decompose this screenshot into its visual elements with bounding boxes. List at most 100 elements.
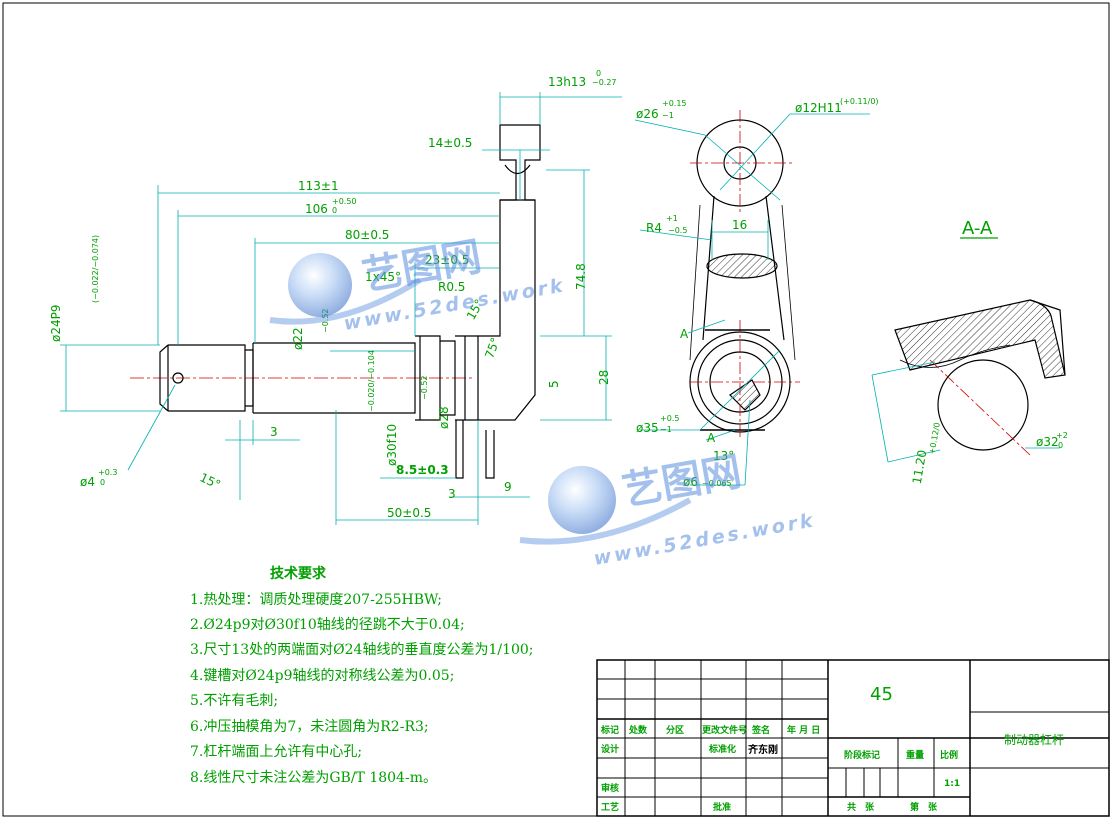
dim-35-tol-lo: −1: [660, 425, 672, 434]
dim-30f10-tol: −0.020/−0.104: [367, 350, 376, 412]
dim-74-8: 74.8: [574, 263, 588, 290]
dim-32-tol-up: +2: [1056, 431, 1068, 440]
section-aa-dimlines: [871, 237, 1060, 463]
dim-32-tol-lo: 0: [1058, 441, 1063, 450]
dim-3a: 3: [270, 425, 278, 439]
dim-14: 14±0.5: [428, 136, 472, 150]
dim-35-tol-up: +0.5: [660, 414, 679, 423]
dim-16: 16: [732, 218, 747, 232]
header-zone: 分区: [666, 724, 684, 736]
header-count: 处数: [628, 724, 648, 736]
dim-32: ø32: [1036, 435, 1059, 449]
section-mark-a-bottom: A: [707, 431, 716, 445]
header-standard: 标准化: [708, 743, 736, 755]
designer-name: 齐东刚: [748, 743, 778, 756]
dim-106-tol-lo: 0: [332, 206, 337, 215]
section-aa: [894, 299, 1066, 456]
dimension-labels: 13h13 0 −0.27 14±0.5 113±1 106 +0.50 0 8…: [49, 69, 1068, 520]
requirement-item: 8.线性尺寸未注公差为GB/T 1804-m。: [190, 770, 437, 786]
watermark-globe-icon: [548, 466, 616, 534]
dim-15deg-b: 15°: [198, 470, 223, 492]
dim-28-vert: 28: [597, 370, 611, 385]
requirement-item: 3.尺寸13处的两端面对Ø24轴线的垂直度公差为1/100;: [190, 641, 534, 658]
dim-r05: R0.5: [438, 280, 465, 294]
dim-50: 50±0.5: [387, 506, 431, 520]
dim-4-tol-up: +0.3: [98, 468, 117, 477]
header-doc: 更改文件号: [702, 724, 747, 736]
dim-26: ø26: [636, 107, 659, 121]
header-approve: 批准: [713, 801, 731, 813]
dim-9: 9: [504, 480, 512, 494]
dim-5: 5: [547, 380, 561, 388]
part-name: 制动器杠杆: [1004, 732, 1064, 747]
dim-r4-tol-lo: −0.5: [668, 226, 687, 235]
watermark-brand: 艺图网: [619, 449, 745, 515]
side-view: [689, 110, 800, 440]
dim-8-5: 8.5±0.3: [396, 463, 449, 477]
dim-4: ø4: [80, 475, 95, 489]
dim-22: ø22: [291, 327, 305, 350]
section-mark-a-top: A: [680, 327, 689, 341]
requirement-item: 4.键槽对Ø24p9轴线的对称线公差为0.05;: [190, 668, 454, 684]
watermark-brand: 艺图网: [359, 234, 485, 300]
watermark-1: 艺图网 www.52des.work: [269, 234, 567, 335]
dim-26-tol-lo: −1: [662, 111, 674, 120]
header-process: 工艺: [601, 801, 619, 813]
requirement-item: 5.不许有毛刺;: [190, 693, 278, 709]
sheet-total: 共 张: [847, 801, 875, 813]
requirement-item: 2.Ø24p9对Ø30f10轴线的径跳不大于0.04;: [190, 617, 465, 633]
dim-13h13-tol-lo: −0.27: [592, 78, 617, 87]
dim-22-tol: −0.52: [321, 308, 330, 333]
sheet-number: 第 张: [910, 801, 938, 813]
dim-113: 113±1: [298, 179, 339, 193]
dim-28: ø28: [437, 406, 451, 429]
header-design: 设计: [601, 743, 619, 755]
material: 45: [870, 684, 893, 705]
dim-r4-tol-up: +1: [666, 214, 678, 223]
watermark-2: 艺图网 www.52des.work: [519, 449, 817, 570]
dim-24p9: ø24P9: [49, 305, 63, 342]
dim-13h13: 13h13: [548, 75, 586, 89]
header-scale: 比例: [940, 749, 958, 761]
dim-106-tol-up: +0.50: [332, 197, 357, 206]
dim-13deg: 13°: [713, 449, 734, 463]
dim-13h13-tol-up: 0: [596, 69, 601, 78]
dim-26-tol-up: +0.15: [662, 99, 687, 108]
scale-value: 1:1: [944, 779, 960, 789]
dim-75deg: 75°: [482, 336, 502, 361]
dim-35: ø35: [636, 421, 659, 435]
dim-6: ø6: [683, 475, 698, 489]
watermark-url: www.52des.work: [592, 509, 817, 570]
dim-4-tol-lo: 0: [100, 478, 105, 487]
title-block-text: 45 制动器杠杆 标记 处数 分区 更改文件号 签名 年 月 日 设计 标准化 …: [600, 684, 1064, 813]
dim-106: 106: [305, 202, 328, 216]
watermark-globe-icon: [288, 253, 352, 317]
dim-24p9-tol: (−0.022/−0.074): [91, 235, 100, 303]
section-label: A-A: [962, 218, 993, 239]
technical-requirements: 技术要求 1.热处理：调质处理硬度207-255HBW; 2.Ø24p9对Ø30…: [190, 565, 534, 786]
dim-30f10: ø30f10: [385, 424, 399, 466]
requirements-title: 技术要求: [270, 565, 327, 582]
side-view-dimlines: [634, 113, 870, 486]
main-view-dimlines: [60, 92, 622, 525]
dim-28-tol: −0.52: [420, 375, 429, 400]
dim-80: 80±0.5: [345, 228, 389, 242]
dim-12h11-tol: (+0.11/0): [840, 97, 879, 106]
header-date: 年 月 日: [787, 724, 820, 736]
header-weight: 重量: [906, 749, 924, 761]
requirement-item: 6.冲压抽模角为7，未注圆角为R2-R3;: [190, 719, 429, 735]
dim-1x45: 1x45°: [365, 270, 401, 284]
header-sign: 签名: [751, 724, 770, 736]
header-stage: 阶段标记: [844, 749, 880, 761]
dim-3b: 3: [448, 487, 456, 501]
dim-6-tol: −0.065: [702, 479, 732, 488]
title-block: [596, 659, 1110, 817]
dim-r4: R4: [646, 221, 662, 235]
header-mark: 标记: [600, 724, 619, 736]
requirement-item: 1.热处理：调质处理硬度207-255HBW;: [190, 592, 442, 608]
requirement-item: 7.杠杆端面上允许有中心孔;: [190, 744, 362, 760]
dim-23: 23±0.5: [425, 253, 469, 267]
dim-11-20: 11.20: [910, 449, 930, 485]
